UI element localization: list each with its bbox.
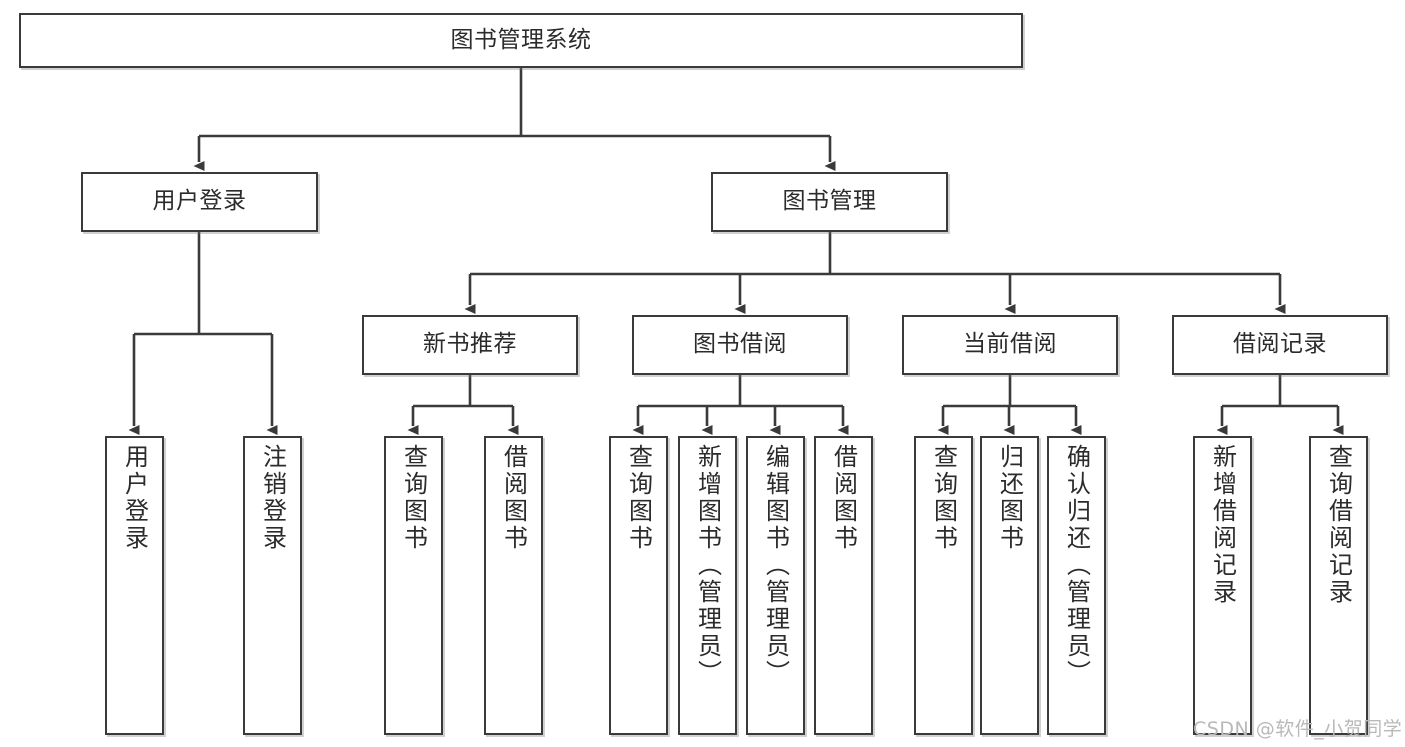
leaf-current-borrow-0[interactable]: 查询图书	[914, 436, 973, 735]
csdn-watermark: CSDN @软件_小贺同学	[1193, 718, 1403, 740]
node-new-book-recommend[interactable]: 新书推荐	[362, 315, 578, 375]
node-label: 借阅图书	[829, 444, 858, 552]
node-label: 图书借阅	[693, 331, 787, 358]
leaf-book-borrow-0[interactable]: 查询图书	[609, 436, 668, 735]
node-book-borrow[interactable]: 图书借阅	[632, 315, 848, 375]
leaf-book-borrow-1[interactable]: 新增图书（管理员）	[678, 436, 737, 735]
node-current-borrow[interactable]: 当前借阅	[902, 315, 1118, 375]
node-label: 新增借阅记录	[1208, 444, 1237, 606]
node-label: 用户登录	[120, 444, 149, 552]
node-label: 查询图书	[399, 444, 428, 552]
node-book-management[interactable]: 图书管理	[711, 172, 948, 232]
leaf-new-book-recommend-0[interactable]: 查询图书	[384, 436, 443, 735]
node-label: 查询图书	[929, 444, 958, 552]
node-label: 新增图书（管理员）	[693, 444, 722, 687]
leaf-user-login-1[interactable]: 注销登录	[243, 436, 302, 735]
node-label: 借阅记录	[1233, 331, 1327, 358]
leaf-current-borrow-2[interactable]: 确认归还（管理员）	[1047, 436, 1106, 735]
leaf-borrow-record-1[interactable]: 查询借阅记录	[1309, 436, 1368, 735]
node-user-login[interactable]: 用户登录	[81, 172, 318, 232]
node-root-book-management-system[interactable]: 图书管理系统	[19, 13, 1023, 68]
node-label: 注销登录	[258, 444, 287, 552]
node-label: 归还图书	[995, 444, 1024, 552]
node-borrow-record[interactable]: 借阅记录	[1172, 315, 1388, 375]
node-label: 当前借阅	[963, 331, 1057, 358]
node-label: 新书推荐	[423, 331, 517, 358]
node-label: 借阅图书	[499, 444, 528, 552]
node-label: 编辑图书（管理员）	[761, 444, 790, 687]
leaf-borrow-record-0[interactable]: 新增借阅记录	[1193, 436, 1252, 735]
leaf-current-borrow-1[interactable]: 归还图书	[980, 436, 1039, 735]
leaf-user-login-0[interactable]: 用户登录	[105, 436, 164, 735]
node-label: 用户登录	[152, 188, 247, 215]
leaf-new-book-recommend-1[interactable]: 借阅图书	[484, 436, 543, 735]
node-label: 查询借阅记录	[1324, 444, 1353, 606]
leaf-book-borrow-2[interactable]: 编辑图书（管理员）	[746, 436, 805, 735]
node-label: 图书管理系统	[450, 26, 592, 53]
node-label: 确认归还（管理员）	[1062, 444, 1091, 687]
node-label: 图书管理	[782, 188, 877, 215]
node-label: 查询图书	[624, 444, 653, 552]
leaf-book-borrow-3[interactable]: 借阅图书	[814, 436, 873, 735]
